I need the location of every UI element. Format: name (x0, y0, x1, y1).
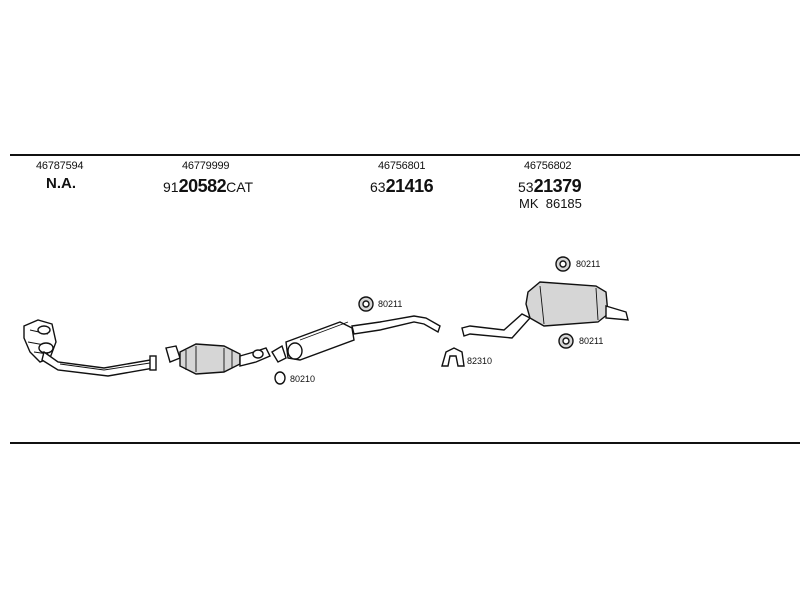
label-ring-80211-front: 80211 (378, 299, 403, 309)
oem-number-rear-muffler: 46756802 (524, 160, 572, 172)
top-divider (10, 154, 800, 156)
label-ring-80211-rear-bottom: 80211 (579, 336, 604, 346)
part-number-front-muffler: 6321416 (370, 176, 434, 196)
part-number-front-pipe: N.A. (46, 175, 76, 192)
clamp-80210-icon (274, 371, 286, 385)
label-clamp-82310: 82310 (467, 356, 493, 366)
oem-number-front-pipe: 46787594 (36, 160, 84, 172)
front-muffler-drawing (271, 315, 441, 363)
catalyst-drawing (165, 343, 271, 375)
label-ring-80211-rear-top: 80211 (576, 259, 601, 269)
front-pipe-drawing (23, 319, 157, 377)
bottom-divider (10, 442, 800, 444)
hardware-symbols (274, 256, 574, 385)
oem-number-catalyst: 46779999 (182, 160, 230, 172)
mounting-kit-number: MK 86185 (519, 196, 582, 211)
part-number-rear-muffler: 5321379 (518, 176, 582, 196)
oem-number-front-muffler: 46756801 (378, 160, 426, 172)
part-number-catalyst: 9120582CAT (163, 176, 254, 196)
u-clamp-82310-icon (441, 347, 465, 367)
rear-muffler-drawing (461, 281, 629, 339)
label-clamp-80210: 80210 (290, 374, 316, 384)
